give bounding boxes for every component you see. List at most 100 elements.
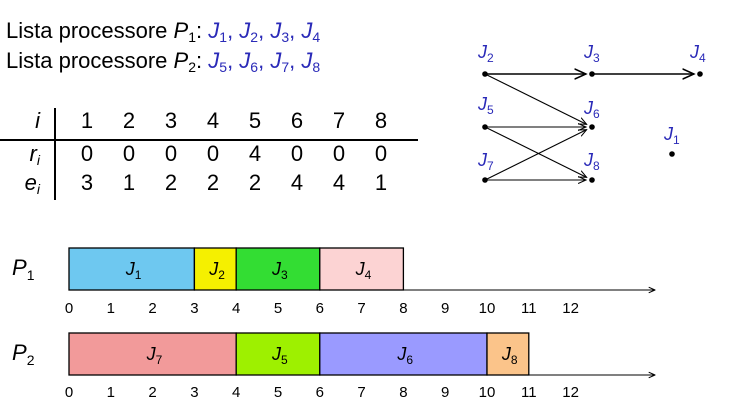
axis-tick-label: 7: [357, 384, 365, 401]
task-bar-J8: [486, 332, 530, 376]
axis-tick-label: 4: [232, 300, 240, 317]
node-J7-label: J7: [477, 150, 494, 173]
processor-name: P: [173, 48, 189, 73]
axis-tick-label: 8: [399, 384, 407, 401]
task-bar-J2: [193, 247, 237, 291]
processor-name: P: [173, 18, 189, 43]
axis-tick-label: 5: [274, 384, 282, 401]
node-J3-label: J3: [583, 42, 600, 65]
table-cell: 2: [206, 170, 220, 195]
axis-tick-label: 1: [107, 384, 115, 401]
edge-J7-J6: [484, 130, 587, 181]
node-J2-dot: [482, 71, 488, 77]
task-bar-J3: [235, 247, 321, 291]
axis-tick-label: 3: [190, 300, 198, 317]
table-header-cell: 5: [248, 108, 262, 133]
task-label-J4: J4: [355, 259, 372, 282]
table-cell: 2: [248, 170, 262, 195]
axis-tick-label: 4: [232, 384, 240, 401]
list-prefix: Lista processore: [6, 48, 174, 73]
table-row-label: ei: [24, 170, 40, 197]
list-colon: :: [196, 48, 203, 73]
table-cell: 0: [164, 141, 178, 166]
table-cell: 0: [332, 141, 346, 166]
table-row-label: ri: [29, 141, 40, 168]
axis-tick-label: 0: [65, 384, 73, 401]
node-J6-label: J6: [583, 98, 600, 121]
node-J1-dot: [669, 151, 675, 157]
edge-J5-J8: [484, 126, 587, 177]
job-list: J5, J6, J7, J8: [208, 48, 321, 75]
axis-tick-label: 3: [190, 384, 198, 401]
axis-tick-label: 9: [441, 384, 449, 401]
processor-list-p2: Lista processore P2: J5, J6, J7, J8: [6, 48, 320, 74]
axis-tick-label: 9: [441, 300, 449, 317]
job-list: J1, J2, J3, J4: [208, 18, 321, 45]
task-label-J6: J6: [396, 344, 413, 367]
axis-tick-label: 6: [316, 384, 324, 401]
processor-label-2: P2: [12, 340, 35, 368]
task-label-J8: J8: [501, 344, 518, 367]
table-vertical-rule: [54, 108, 56, 200]
node-J3-dot: [589, 71, 595, 77]
processor-sub: 1: [188, 29, 197, 45]
table-cell: 4: [248, 141, 262, 166]
edge-J2-J6: [484, 73, 587, 124]
task-label-J5: J5: [271, 344, 288, 367]
table-header-label: i: [35, 108, 40, 133]
axis-tick-label: 6: [316, 300, 324, 317]
node-J1-label: J1: [663, 124, 680, 147]
task-label-J3: J3: [271, 259, 288, 282]
table-cell: 1: [122, 170, 136, 195]
processor-label-1: P1: [12, 255, 35, 283]
table-header-cell: 2: [122, 108, 136, 133]
axis-tick-label: 2: [148, 300, 156, 317]
table-header-cell: 6: [290, 108, 304, 133]
axis-tick-label: 7: [357, 300, 365, 317]
axis-tick-label: 11: [521, 384, 537, 401]
list-colon: :: [196, 18, 203, 43]
table-header-cell: 8: [374, 108, 388, 133]
node-J4-dot: [697, 71, 703, 77]
processor-list-p1: Lista processore P1: J1, J2, J3, J4: [6, 18, 320, 44]
axis-tick-label: 12: [562, 384, 579, 401]
table-horizontal-rule: [0, 139, 418, 141]
task-bar-J4: [319, 247, 405, 291]
axis-tick-label: 10: [479, 384, 496, 401]
node-J7-dot: [482, 177, 488, 183]
task-bar-J1: [68, 247, 196, 291]
node-J5-dot: [482, 124, 488, 130]
node-J2-label: J2: [477, 42, 494, 65]
table-cell: 0: [80, 141, 94, 166]
axis-tick-label: 10: [479, 300, 496, 317]
node-J6-dot: [589, 124, 595, 130]
axis-tick-label: 1: [107, 300, 115, 317]
node-J4-label: J4: [689, 42, 706, 65]
node-J8-label: J8: [583, 150, 600, 173]
task-label-J7: J7: [146, 344, 163, 367]
axis-tick-label: 12: [562, 300, 579, 317]
list-prefix: Lista processore: [6, 18, 174, 43]
task-label-J1: J1: [125, 259, 142, 282]
table-cell: 4: [332, 170, 346, 195]
axis-tick-label: 8: [399, 300, 407, 317]
node-J5-label: J5: [477, 94, 494, 117]
table-cell: 0: [290, 141, 304, 166]
task-bar-J5: [235, 332, 321, 376]
table-header-cell: 1: [80, 108, 94, 133]
axis-tick-label: 11: [521, 300, 537, 317]
axis-tick-label: 2: [148, 384, 156, 401]
table-header-cell: 3: [164, 108, 178, 133]
table-cell: 0: [206, 141, 220, 166]
table-header-cell: 4: [206, 108, 220, 133]
axis-tick-label: 0: [65, 300, 73, 317]
table-cell: 0: [122, 141, 136, 166]
table-cell: 2: [164, 170, 178, 195]
table-header-cell: 7: [332, 108, 346, 133]
axis-tick-label: 5: [274, 300, 282, 317]
node-J8-dot: [589, 177, 595, 183]
processor-sub: 2: [188, 59, 197, 75]
